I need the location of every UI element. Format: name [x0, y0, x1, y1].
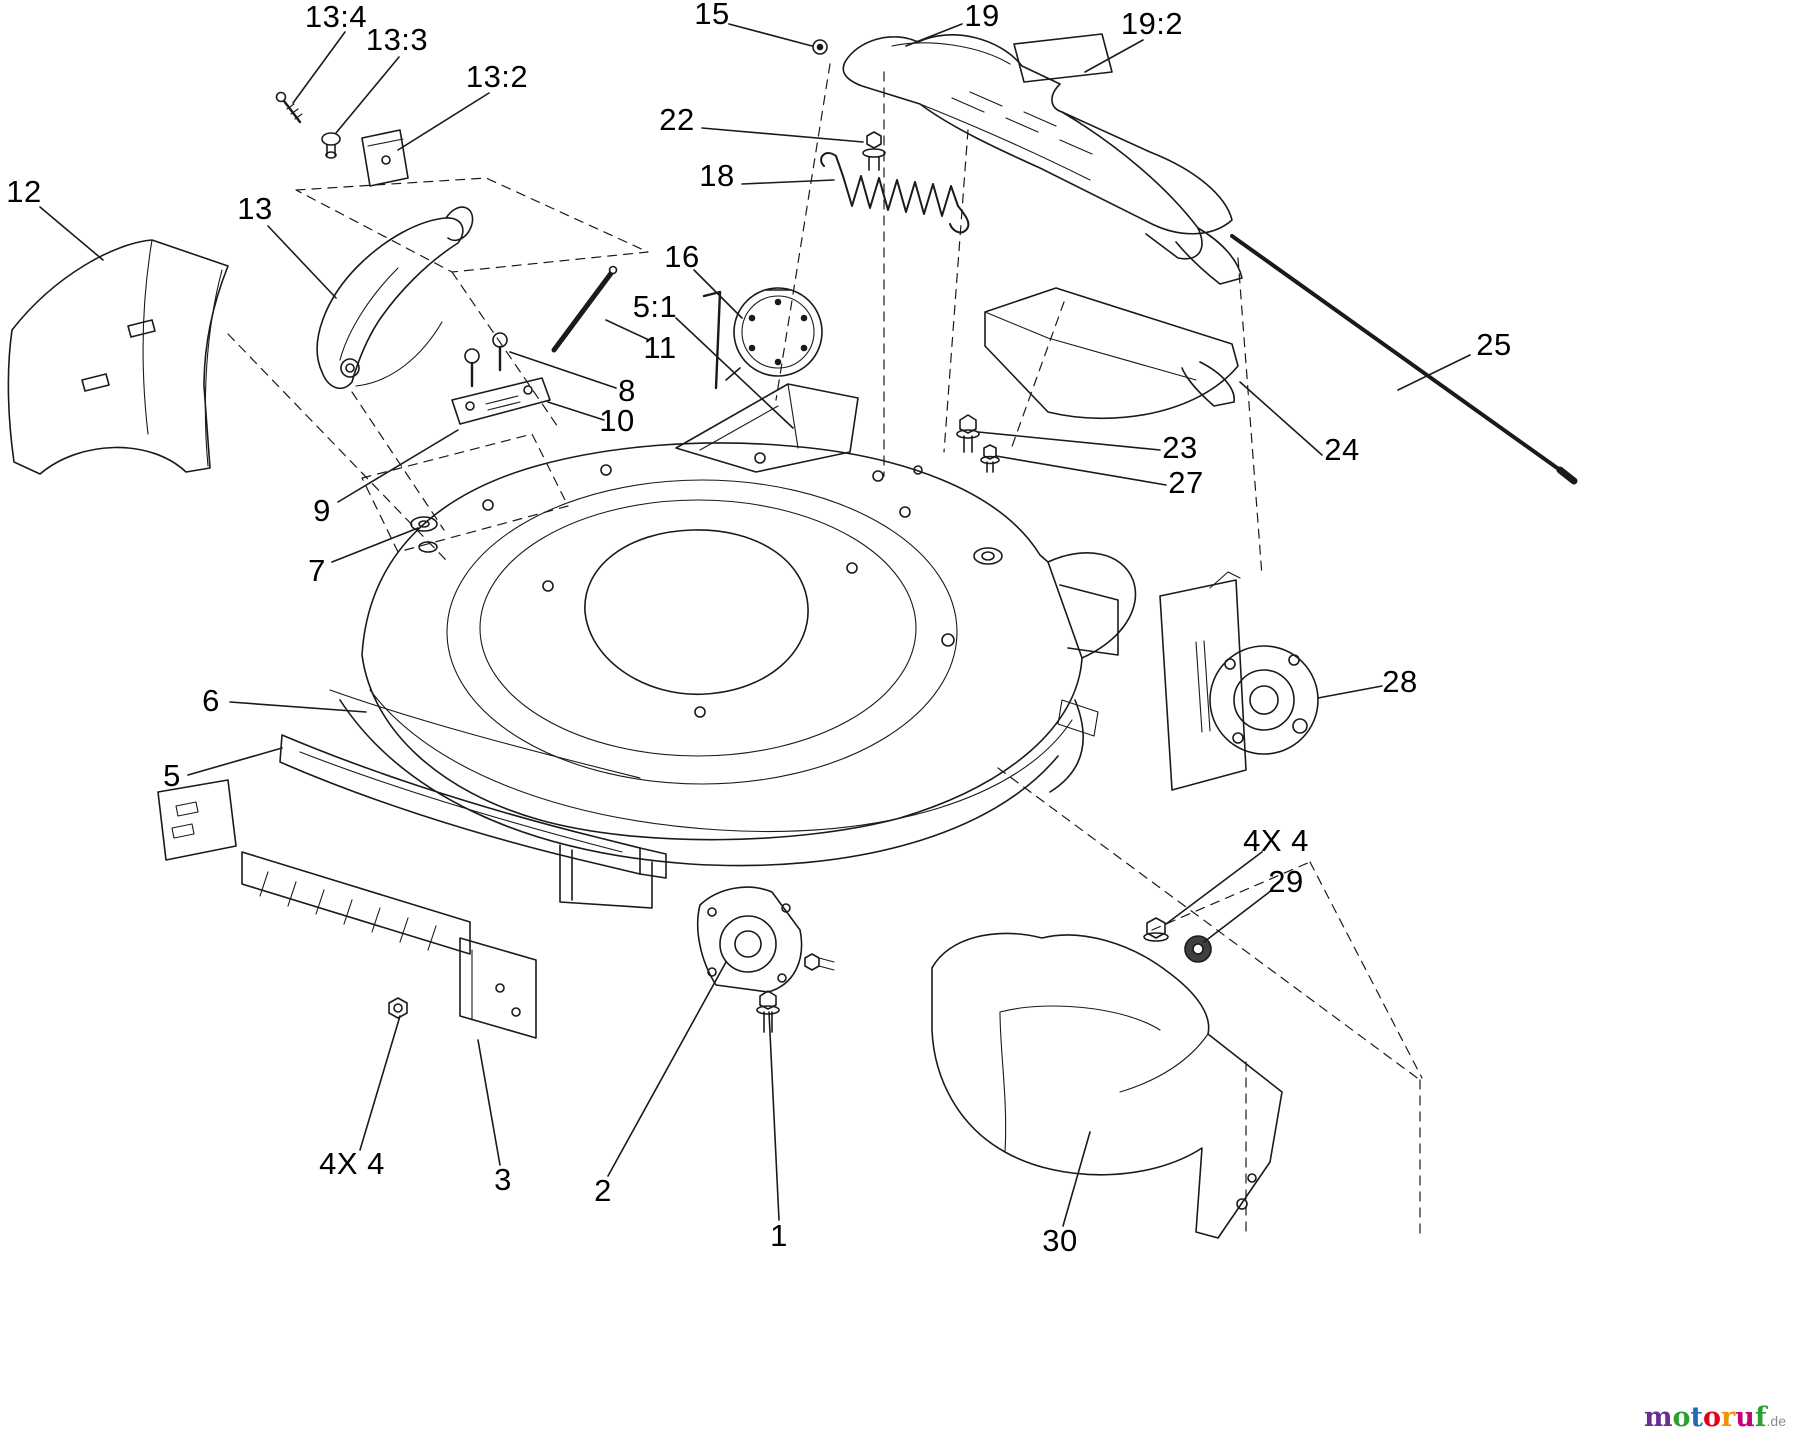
part-10-bracket [451, 377, 551, 425]
part-4-nut-left [388, 997, 408, 1019]
part-19-handle-bracket [812, 33, 1243, 285]
part-7-washer-nut [410, 516, 438, 553]
part-19-2-decal [1013, 33, 1113, 83]
part-25-rod [1230, 234, 1578, 485]
logo-letter: r [1721, 1402, 1736, 1433]
part-3-support-bracket [157, 779, 537, 1039]
logo-letter: m [1643, 1402, 1673, 1433]
part-27-bolt [980, 444, 1000, 473]
logo-letter: o [1672, 1402, 1691, 1433]
logo-letter: o [1703, 1402, 1722, 1433]
part-2-adapter-plate [696, 886, 835, 993]
part-15-nut [812, 39, 828, 55]
part-12-side-panel [7, 239, 229, 475]
part-5-1-baffle [675, 383, 859, 473]
part-5-front-baffle [279, 734, 667, 879]
part-18-spring [820, 152, 970, 234]
assembly-guide-lines [227, 63, 1423, 1237]
part-8-bolts [464, 332, 508, 388]
part-11-rod [551, 265, 618, 353]
logo-letter: t [1690, 1402, 1704, 1433]
leader-lines [39, 23, 1471, 1227]
part-22-bolt [862, 131, 886, 171]
part-28-height-adjuster-plate [1159, 571, 1319, 791]
part-1-bolt [756, 990, 780, 1033]
part-29-washer-nut [1143, 917, 1212, 963]
part-30-rear-chute [931, 932, 1283, 1239]
logo-letter: u [1735, 1402, 1755, 1433]
part-16-cover-plate [702, 287, 823, 390]
part-24-chute-guard [984, 287, 1239, 420]
logo-suffix: .de [1766, 1413, 1786, 1429]
part-deck-housing [329, 442, 1137, 909]
part-13-lever-assembly [275, 91, 474, 390]
part-23-bolt [956, 414, 980, 453]
motoruf-logo: motoruf.de [1644, 1404, 1786, 1431]
logo-letter: f [1754, 1402, 1767, 1433]
